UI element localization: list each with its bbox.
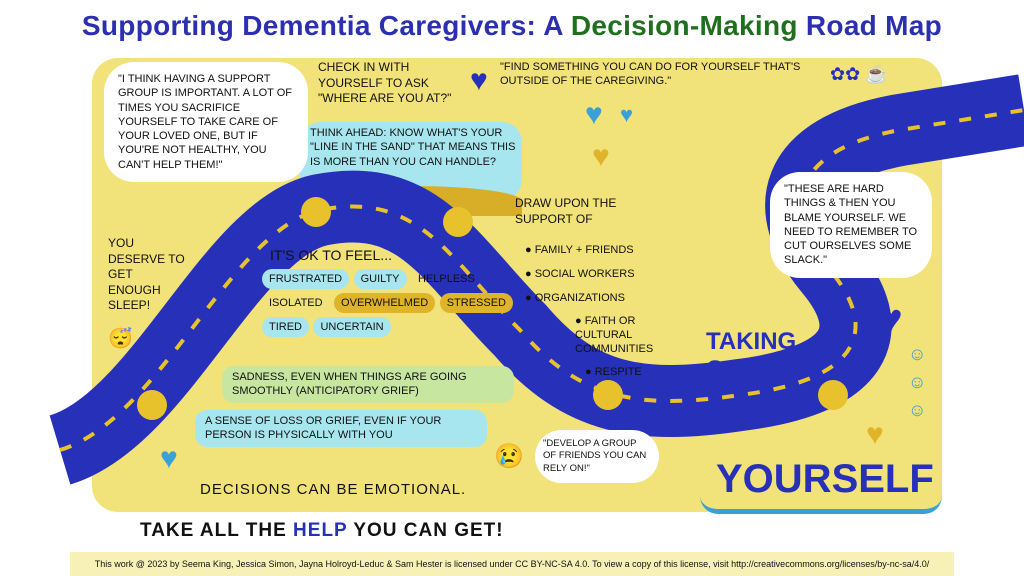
feelings-list: frustrated guilty helpless isolated over… xyxy=(262,266,514,338)
decisions-text: Decisions can be emotional. xyxy=(200,481,467,498)
check-in-text: Check in with yourself to ask "where are… xyxy=(318,60,452,106)
road-marker xyxy=(443,207,473,237)
heart-icon: ♥ xyxy=(880,298,903,340)
friends-quote: "Develop a group of friends you can rely… xyxy=(535,430,659,484)
heart-icon: ♥ xyxy=(592,140,610,173)
road-marker xyxy=(301,197,331,227)
feeling-tag: stressed xyxy=(439,293,513,313)
heart-icon: ♥ xyxy=(866,418,884,451)
smiley-icons: ☺☺☺ xyxy=(908,344,927,420)
hard-things-quote: "These are hard things & then you blame … xyxy=(770,172,932,278)
feeling-tag: guilty xyxy=(353,269,407,289)
help-banner: Take all the Help you can get! xyxy=(140,520,504,541)
road-marker xyxy=(593,380,623,410)
support-group-quote: "i think having a support group is impor… xyxy=(104,62,308,183)
support-item: ● organizations xyxy=(525,292,625,304)
taking-care-heading: Takingcare of xyxy=(706,328,814,383)
support-item: ● social workers xyxy=(525,268,635,280)
sleep-text: You deserve to get enough sleep! xyxy=(108,236,185,313)
feeling-tag: uncertain xyxy=(313,317,391,337)
flowers-icon: ✿✿ ☕ xyxy=(830,64,888,84)
heart-icon: ♥ xyxy=(160,442,178,475)
page-title: Supporting Dementia Caregivers: A Decisi… xyxy=(81,10,943,41)
support-item: ● respite xyxy=(585,366,642,378)
license-footer: This work @ 2023 by Seema King, Jessica … xyxy=(70,552,954,576)
feeling-tag: frustrated xyxy=(262,269,350,289)
road-marker xyxy=(818,380,848,410)
support-heading: Draw upon the support of xyxy=(515,196,617,226)
support-item: ● faith or cultural communities xyxy=(575,315,654,355)
sadness-text: Sadness, even when things are going smoo… xyxy=(222,366,514,403)
support-list: ● family + friends ● social workers ● or… xyxy=(525,238,685,384)
heart-icon: ♥ xyxy=(470,64,488,97)
loss-text: A sense of loss or grief, even if your p… xyxy=(195,410,487,447)
support-item: ● family + friends xyxy=(525,244,634,256)
sleeping-person-icon: 😴 xyxy=(108,328,133,350)
yourself-heading: Yourself xyxy=(716,457,934,501)
feeling-tag: overwhelmed xyxy=(334,293,436,313)
feeling-tag: helpless xyxy=(417,273,475,285)
crying-face-icon: 😢 xyxy=(494,443,524,470)
find-something-quote: "Find something you can do for yourself … xyxy=(500,61,801,88)
think-ahead-text: Think ahead: know what's your "line in t… xyxy=(310,127,516,168)
feeling-tag: isolated xyxy=(269,297,323,309)
heart-icon: ♥ xyxy=(620,102,634,127)
heart-icon: ♥ xyxy=(585,98,603,131)
feel-heading: it's ok to feel... xyxy=(270,247,392,263)
road-marker xyxy=(137,390,167,420)
feeling-tag: tired xyxy=(262,317,309,337)
